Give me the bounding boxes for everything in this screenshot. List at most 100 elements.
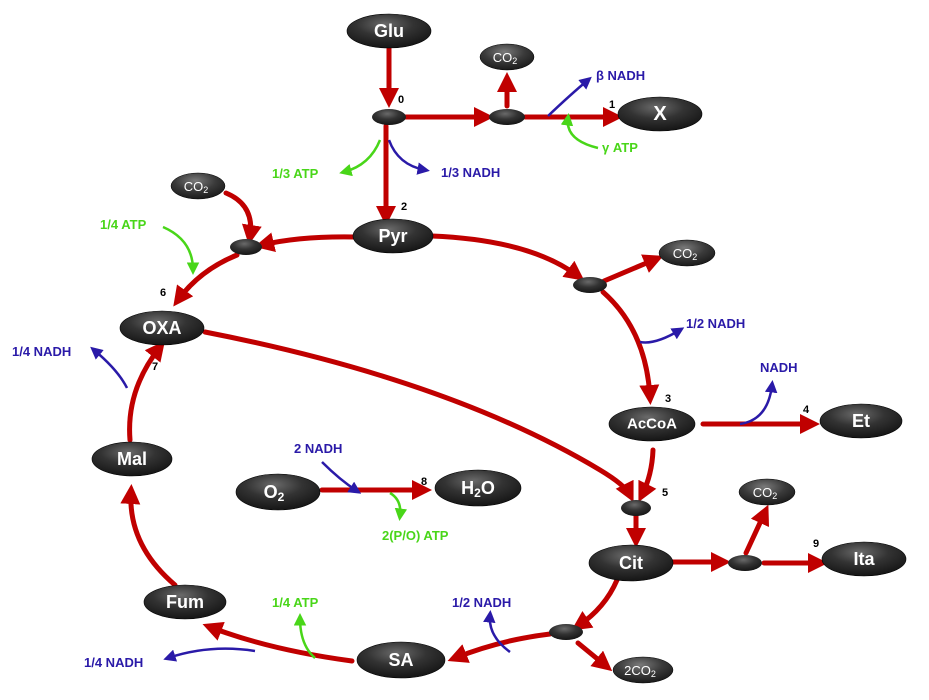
junction-9 — [728, 555, 762, 571]
node-sa: SA — [356, 641, 446, 679]
co2-label: CO — [673, 246, 693, 261]
arrow-two-nadh — [321, 461, 362, 494]
svg-text:OXA: OXA — [142, 318, 181, 338]
quarter-atp-top-label: 1/4 ATP — [100, 217, 147, 232]
node-cit: Cit — [588, 544, 674, 582]
o2-sub: 2 — [278, 490, 285, 504]
co2-sub: 2 — [772, 491, 777, 501]
reaction-number-6: 6 — [160, 287, 166, 299]
svg-text:Et: Et — [852, 411, 870, 431]
arrow-third-nadh — [387, 139, 430, 175]
co2-top: CO2 — [479, 43, 535, 71]
arrow-j9-to-co2 — [743, 504, 770, 556]
cofactor-labels: β NADH γ ATP 1/3 ATP 1/3 NADH 1/4 ATP 1/… — [12, 68, 798, 670]
svg-text:Cit: Cit — [619, 553, 643, 573]
svg-text:CO2: CO2 — [184, 179, 209, 196]
two-co2-label: 2CO — [624, 663, 651, 678]
reaction-number-1: 1 — [609, 99, 615, 111]
h2o-sub: 2 — [474, 486, 481, 500]
svg-text:Pyr: Pyr — [378, 226, 407, 246]
third-atp-label: 1/3 ATP — [272, 166, 319, 181]
two-nadh-label: 2 NADH — [294, 441, 342, 456]
svg-text:Glu: Glu — [374, 21, 404, 41]
svg-text:Fum: Fum — [166, 592, 204, 612]
arrow-fum-to-mal — [120, 484, 178, 588]
arrow-third-atp — [339, 139, 382, 177]
arrow-accoa-to-j5 — [638, 447, 657, 503]
reaction-number-2: 2 — [401, 201, 407, 213]
svg-text:SA: SA — [388, 650, 413, 670]
svg-text:CO2: CO2 — [673, 246, 698, 263]
nadh-arrows — [90, 76, 778, 662]
reaction-number-3: 3 — [665, 393, 671, 405]
co2-left: CO2 — [170, 172, 226, 200]
arrow-j3-to-accoa — [600, 289, 660, 405]
node-ita: Ita — [821, 541, 907, 577]
svg-text:X: X — [653, 103, 667, 125]
arrow-cit-to-j10 — [571, 577, 620, 631]
co2-sub: 2 — [651, 669, 656, 679]
o2-label: O — [264, 482, 278, 502]
third-nadh-label: 1/3 NADH — [441, 165, 500, 180]
gamma-atp-label: γ ATP — [602, 140, 638, 155]
co2-label: CO — [493, 50, 513, 65]
two-co2-bottom: 2CO2 — [612, 656, 674, 684]
arrow-j6-to-oxa — [173, 252, 240, 307]
main-flux-arrows — [120, 45, 828, 672]
arrow-sa-to-fum — [202, 621, 355, 664]
junction-6 — [230, 239, 262, 255]
node-fum: Fum — [143, 584, 227, 620]
reaction-number-5: 5 — [662, 487, 668, 499]
co2-sub: 2 — [203, 185, 208, 195]
co2-label: CO — [753, 485, 773, 500]
svg-text:O2: O2 — [264, 482, 285, 504]
node-glu: Glu — [346, 13, 432, 49]
node-mal: Mal — [91, 441, 173, 477]
beta-nadh-label: β NADH — [596, 68, 645, 83]
quarter-nadh-left-label: 1/4 NADH — [12, 344, 71, 359]
arrow-nadh-et — [739, 380, 778, 426]
half-nadh-bottom-label: 1/2 NADH — [452, 595, 511, 610]
reaction-number-4: 4 — [803, 404, 810, 416]
co2-label: CO — [184, 179, 204, 194]
arrow-oxa-to-j5 — [202, 329, 634, 503]
quarter-atp-bottom-label: 1/4 ATP — [272, 595, 319, 610]
arrow-half-nadh-right — [639, 327, 685, 344]
reaction-number-7: 7 — [152, 361, 158, 373]
svg-text:Mal: Mal — [117, 449, 147, 469]
co2-right: CO2 — [658, 239, 716, 267]
reaction-numbers: 0 1 2 3 4 5 6 7 8 9 — [152, 94, 819, 550]
arrow-half-nadh-bottom — [483, 610, 511, 654]
h2o-o: O — [481, 478, 495, 498]
svg-text:Ita: Ita — [853, 549, 875, 569]
reaction-number-9: 9 — [813, 538, 819, 550]
arrow-gamma-atp — [560, 113, 599, 150]
arrow-j3-to-co2 — [601, 254, 664, 284]
node-h2o: H2O — [434, 469, 522, 507]
reaction-number-0: 0 — [398, 94, 404, 106]
nadh-et-label: NADH — [760, 360, 798, 375]
quarter-nadh-bottom-label: 1/4 NADH — [84, 655, 143, 670]
svg-text:AcCoA: AcCoA — [627, 416, 677, 433]
arrow-co2-to-j6 — [223, 190, 262, 245]
co2-ita: CO2 — [738, 478, 796, 506]
co2-sub: 2 — [512, 56, 517, 66]
junctions — [230, 109, 762, 640]
node-x: X — [617, 96, 703, 132]
junction-3 — [573, 277, 607, 293]
h2o-h: H — [461, 478, 474, 498]
junction-1 — [489, 109, 525, 125]
node-pyr: Pyr — [352, 218, 434, 254]
arrow-quarter-nadh-left — [90, 346, 129, 389]
reaction-number-8: 8 — [421, 476, 427, 488]
arrow-quarter-nadh-bottom — [163, 647, 256, 662]
arrow-mal-to-oxa — [127, 340, 165, 443]
junction-0 — [372, 109, 406, 125]
atp-arrows — [162, 113, 599, 659]
junction-5 — [621, 500, 651, 516]
svg-text:H2O: H2O — [461, 478, 495, 500]
arrow-j10-to-2co2 — [575, 640, 613, 672]
svg-text:CO2: CO2 — [493, 50, 518, 67]
